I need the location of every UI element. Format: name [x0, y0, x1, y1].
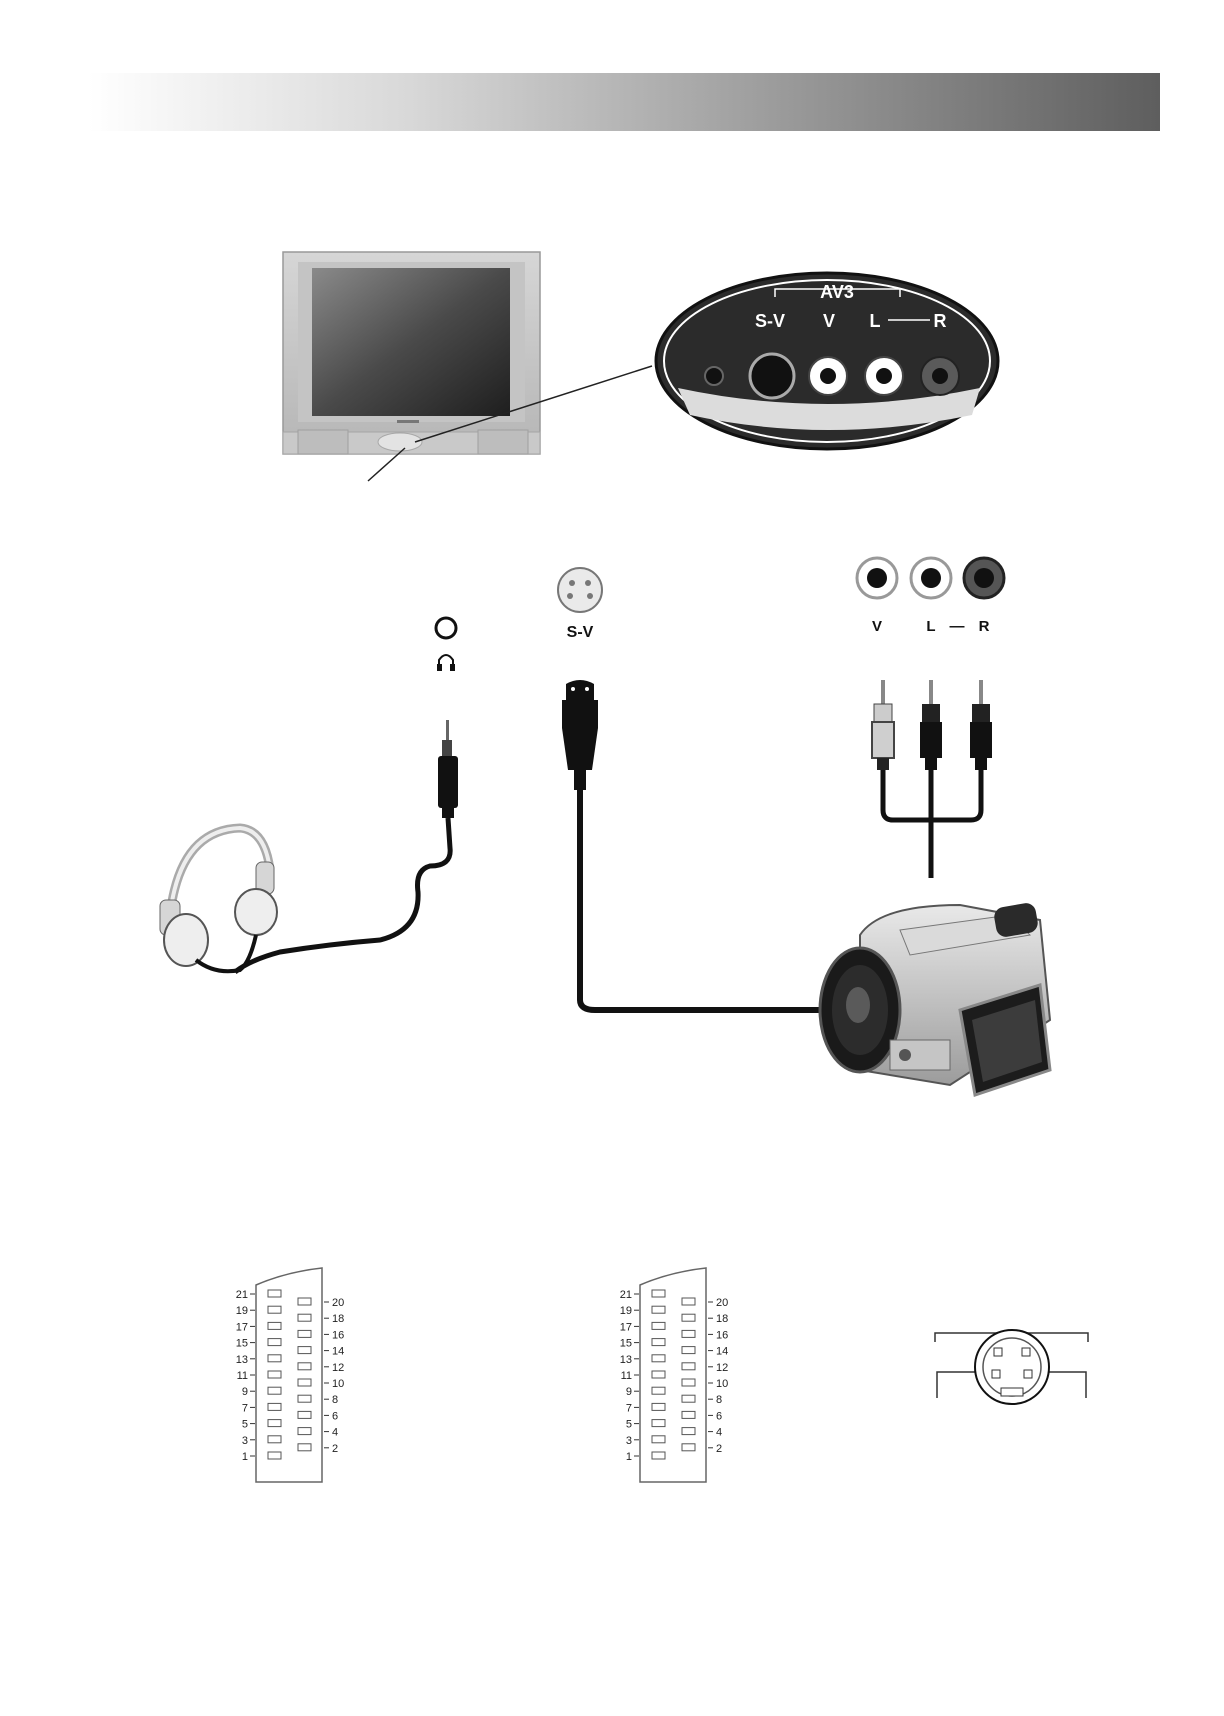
svideo-pinout — [934, 1329, 1089, 1405]
scart2-pin-label: 13 — [620, 1354, 632, 1366]
camcorder-icon — [818, 903, 1052, 1097]
scart-connector-1: 21 19 17 15 13 11 9 7 5 3 1 20 18 16 14 12 10 8 6 4 2 — [236, 1267, 344, 1483]
scart2-pin-label: 2 — [716, 1443, 722, 1455]
rca-connectors: V L — R — [855, 556, 1006, 878]
scart1-pin-label: 10 — [332, 1378, 344, 1390]
scart1-pin-label: 9 — [242, 1386, 248, 1398]
scart2-pin-label: 8 — [716, 1394, 722, 1406]
scart2-pin-label: 6 — [716, 1410, 722, 1422]
headphone-socket-icon — [704, 366, 724, 386]
scart2-pin-label: 11 — [621, 1370, 632, 1382]
scart1-pin-label: 14 — [332, 1346, 344, 1358]
scart2-pin-label: 12 — [716, 1362, 728, 1374]
scart2-pin-label: 16 — [716, 1329, 728, 1341]
scart2-pin-label: 10 — [716, 1378, 728, 1390]
scart2-pin-label: 18 — [716, 1313, 728, 1325]
svideo-label: S-V — [567, 624, 594, 641]
tv-panel-callout: AV3 S-V V L R — [654, 271, 1000, 451]
scart2-pin-label: 1 — [626, 1451, 632, 1463]
scart2-pin-label: 14 — [716, 1346, 728, 1358]
scart2-pin-label: 19 — [620, 1305, 632, 1317]
scart-connector-2: 21 19 17 15 13 11 9 7 5 3 1 20 18 16 14 12 10 8 6 4 2 — [620, 1267, 728, 1483]
rca-label-separator: — — [950, 618, 965, 635]
scart1-pin-label: 7 — [242, 1402, 248, 1414]
panel-label-l: L — [870, 311, 881, 331]
panel-label-r: R — [934, 311, 947, 331]
header-bar — [88, 73, 1160, 131]
headphone-icon — [437, 654, 455, 671]
scart1-pin-label: 1 — [242, 1451, 248, 1463]
scart2-pin-label: 20 — [716, 1297, 728, 1309]
scart2-pin-label: 17 — [620, 1321, 632, 1333]
scart2-pin-label: 4 — [716, 1427, 722, 1439]
scart1-pin-label: 16 — [332, 1329, 344, 1341]
scart1-pin-label: 18 — [332, 1313, 344, 1325]
svideo-connector: S-V — [557, 567, 603, 790]
scart2-pin-label: 5 — [626, 1419, 632, 1431]
scart1-pin-label: 12 — [332, 1362, 344, 1374]
rca-label-r: R — [979, 618, 990, 635]
headphone-jack — [434, 616, 458, 818]
tv-set — [282, 251, 541, 455]
scart1-pin-label: 4 — [332, 1427, 338, 1439]
panel-label-v: V — [823, 311, 835, 331]
headphones — [159, 823, 278, 974]
svideo-socket-icon — [557, 567, 603, 613]
scart2-pin-label: 9 — [626, 1386, 632, 1398]
av3-label: AV3 — [820, 282, 854, 302]
scart1-pin-label: 15 — [236, 1338, 248, 1350]
scart1-pin-label: 6 — [332, 1410, 338, 1422]
scart2-pin-label: 15 — [620, 1338, 632, 1350]
scart2-pin-label: 3 — [626, 1435, 632, 1447]
scart1-pin-label: 13 — [236, 1354, 248, 1366]
scart1-pin-label: 5 — [242, 1419, 248, 1431]
scart1-pin-label: 19 — [236, 1305, 248, 1317]
scart1-pin-label: 17 — [236, 1321, 248, 1333]
rca-label-v: V — [872, 618, 882, 635]
scart1-pin-label: 2 — [332, 1443, 338, 1455]
scart1-pin-label: 3 — [242, 1435, 248, 1447]
rca-label-l: L — [926, 618, 935, 635]
svideo-socket-icon — [748, 352, 796, 400]
scart1-pin-label: 21 — [236, 1289, 248, 1301]
scart1-pin-label: 20 — [332, 1297, 344, 1309]
scart2-pin-label: 21 — [620, 1289, 632, 1301]
scart2-pin-label: 7 — [626, 1402, 632, 1414]
scart1-pin-label: 8 — [332, 1394, 338, 1406]
scart1-pin-label: 11 — [237, 1370, 248, 1382]
panel-label-sv: S-V — [755, 311, 785, 331]
